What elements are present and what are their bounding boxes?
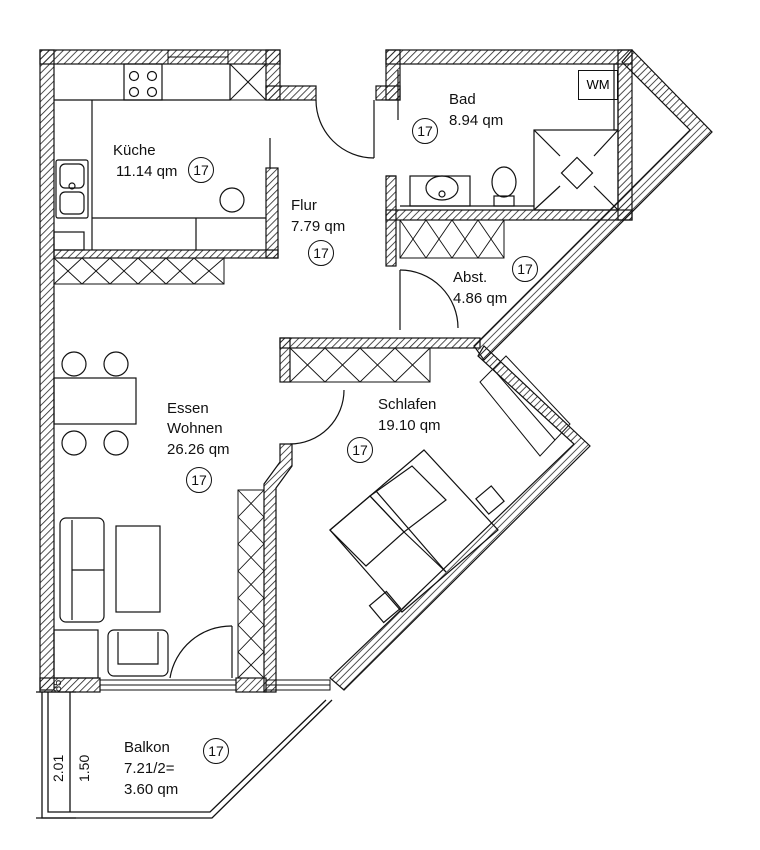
kueche-name: Küche bbox=[113, 142, 156, 159]
balcony bbox=[36, 691, 333, 819]
balkon-area-line1: 7.21/2= bbox=[124, 760, 175, 777]
cabinets bbox=[53, 63, 571, 679]
bad-area: 8.94 qm bbox=[449, 112, 504, 129]
wohnen-area: 26.26 qm bbox=[167, 441, 230, 458]
flur-area: 7.79 qm bbox=[291, 218, 346, 235]
outer-walls bbox=[39, 49, 713, 693]
schlafen-name: Schlafen bbox=[378, 396, 437, 413]
balkon-name: Balkon bbox=[124, 739, 170, 756]
sofa-set bbox=[53, 517, 169, 679]
abst-badge: 17 bbox=[512, 256, 538, 282]
washing-machine-label: WM bbox=[578, 70, 618, 100]
bath-fixtures bbox=[400, 63, 619, 211]
doors bbox=[169, 70, 459, 679]
flur-name: Flur bbox=[291, 197, 317, 214]
bad-badge: 17 bbox=[412, 118, 438, 144]
schlafen-badge: 17 bbox=[347, 437, 373, 463]
abst-area: 4.86 qm bbox=[453, 290, 508, 307]
flur-badge: 17 bbox=[308, 240, 334, 266]
bad-name: Bad bbox=[449, 91, 476, 108]
schlafen-area: 19.10 qm bbox=[378, 417, 441, 434]
balkon-badge: 17 bbox=[203, 738, 229, 764]
balkon-area-line2: 3.60 qm bbox=[124, 781, 179, 798]
wohnen-badge: 17 bbox=[186, 467, 212, 493]
dimension-small: 85 bbox=[52, 679, 64, 692]
windows bbox=[99, 49, 331, 691]
kitchen-fixtures bbox=[53, 63, 266, 251]
kueche-badge: 17 bbox=[188, 157, 214, 183]
wohnen-name-line2: Wohnen bbox=[167, 420, 223, 437]
dimension-outer: 2.01 bbox=[50, 754, 66, 782]
kueche-area: 11.14 qm bbox=[116, 163, 178, 180]
dimension-inner: 1.50 bbox=[76, 754, 92, 782]
interior-walls bbox=[53, 167, 633, 693]
wohnen-name-line1: Essen bbox=[167, 400, 209, 417]
abst-name: Abst. bbox=[453, 269, 488, 286]
dining-set bbox=[53, 351, 137, 456]
bed bbox=[329, 449, 505, 624]
